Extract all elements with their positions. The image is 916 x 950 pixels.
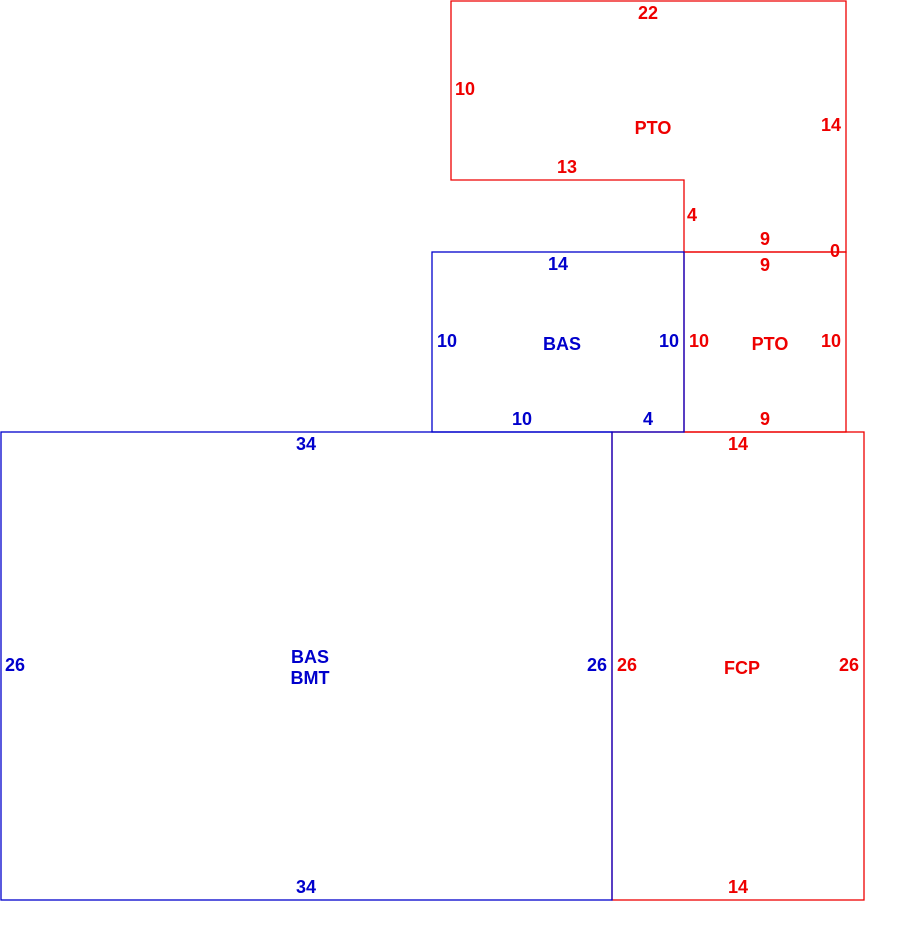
bas-bmt-right-dim: 26 — [587, 655, 607, 675]
pto-upper-bottom-dim: 9 — [760, 229, 770, 249]
pto-upper-bottom-right-dim: 0 — [830, 241, 840, 261]
fcp-bottom-dim: 14 — [728, 877, 748, 897]
fcp-top-dim: 14 — [728, 434, 748, 454]
bas-bottom-left-dim: 10 — [512, 409, 532, 429]
bas-right-dim: 10 — [659, 331, 679, 351]
pto-lower-top-dim: 9 — [760, 255, 770, 275]
bas-bottom-right-dim: 4 — [643, 409, 653, 429]
bas-bmt-bottom-dim: 34 — [296, 877, 316, 897]
fcp-right-dim: 26 — [839, 655, 859, 675]
bas-left-dim: 10 — [437, 331, 457, 351]
bas-bmt-label-line2: BMT — [291, 668, 330, 688]
fcp-left-dim: 26 — [617, 655, 637, 675]
bas-bmt-outline — [0, 431, 613, 901]
bas-label: BAS — [543, 334, 581, 354]
pto-upper-top-dim: 22 — [638, 3, 658, 23]
fcp-label: FCP — [724, 658, 760, 678]
bas-bmt-top-dim: 34 — [296, 434, 316, 454]
bas-bmt-left-dim: 26 — [5, 655, 25, 675]
pto-lower-label: PTO — [752, 334, 789, 354]
pto-lower-right-dim: 10 — [821, 331, 841, 351]
bas-top-dim: 14 — [548, 254, 568, 274]
pto-upper-right-dim: 14 — [821, 115, 841, 135]
pto-upper-left-dim: 10 — [455, 79, 475, 99]
pto-lower-bottom-dim: 9 — [760, 409, 770, 429]
pto-upper-inner-bottom-dim: 13 — [557, 157, 577, 177]
pto-lower-left-dim: 10 — [689, 331, 709, 351]
bas-bmt-label-line1: BAS — [291, 647, 329, 667]
pto-upper-inner-right-dim: 4 — [687, 205, 697, 225]
pto-upper-label: PTO — [635, 118, 672, 138]
